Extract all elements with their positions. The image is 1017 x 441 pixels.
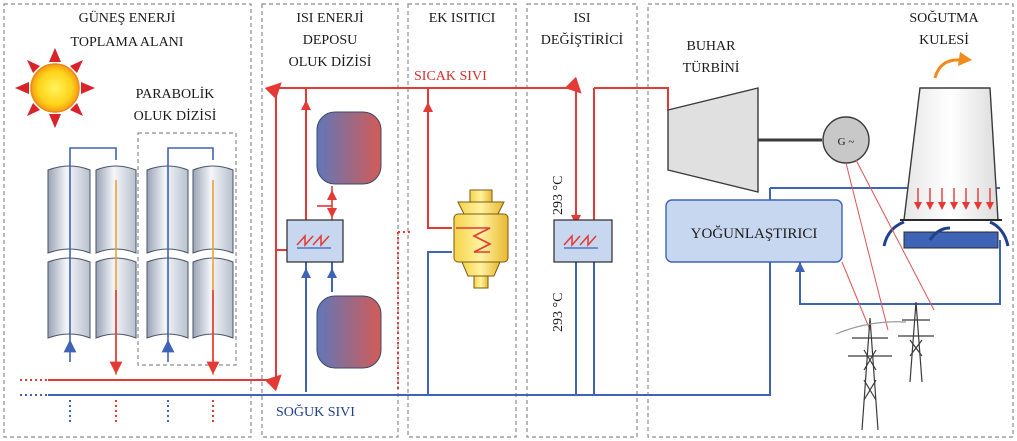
cold-arrows [301,262,805,278]
temperature-hot: 293 °C [551,176,566,215]
storage-heat-exchanger [286,219,344,263]
cold-tank [316,295,382,369]
heat-exchanger-title-2: DEĞİŞTİRİCİ [541,31,624,48]
condenser-label: YOĞUNLAŞTIRICI [691,225,818,242]
storage-connectors [317,186,333,220]
cooling-tower-title-2: KULESİ [919,32,969,48]
cold-fluid-label: SOĞUK SIVI [276,403,355,420]
turbine-title-1: BUHAR [686,39,736,54]
cooling-spray-arrows [914,202,994,210]
aux-heater-title: EK ISITICI [429,11,496,26]
storage-title-3: OLUK DİZİSİ [289,54,372,70]
storage-title-2: DEPOSU [303,33,357,48]
temperature-cold: 293 °C [551,293,566,332]
generator: G ~ [822,116,870,164]
trough-collectors [47,165,234,339]
trough-flow-lines [63,147,220,375]
solar-field-title-2: TOPLAMA ALANI [71,35,184,50]
hot-fluid-label: SICAK SIVI [414,69,487,84]
power-lines [841,159,935,331]
main-heat-exchanger [553,219,613,263]
trough-1 [47,165,91,339]
turbine-title-2: TÜRBİNİ [683,59,740,76]
steam-turbine [667,87,822,193]
parabolic-array-title-2: OLUK DİZİSİ [134,108,217,124]
hot-tank [316,111,382,185]
tower-air-arrows [882,220,1010,247]
cooling-tower-title-1: SOĞUTMA [909,9,979,26]
parabolic-array-title-1: PARABOLİK [136,86,215,102]
storage-title-1: ISI ENERJİ [296,10,364,26]
frame-solar-field [3,3,252,438]
condenser: YOĞUNLAŞTIRICI [665,199,843,263]
frame-power-block [647,3,1014,438]
generator-label: G ~ [838,136,855,148]
solar-field-title-1: GÜNEŞ ENERJİ [79,9,176,26]
storage-tanks [316,111,382,369]
cold-fluid-loop [48,187,1001,396]
cooling-tower [900,52,1002,249]
aux-heater-unit [453,189,509,289]
hot-fluid-loop [48,76,669,392]
transmission-pylon-icon [835,301,934,431]
frame-parabolic-array [137,132,237,366]
storage-red-arrows [327,190,337,218]
sun-icon [15,48,95,128]
heat-exchanger-title-1: ISI [573,11,590,26]
